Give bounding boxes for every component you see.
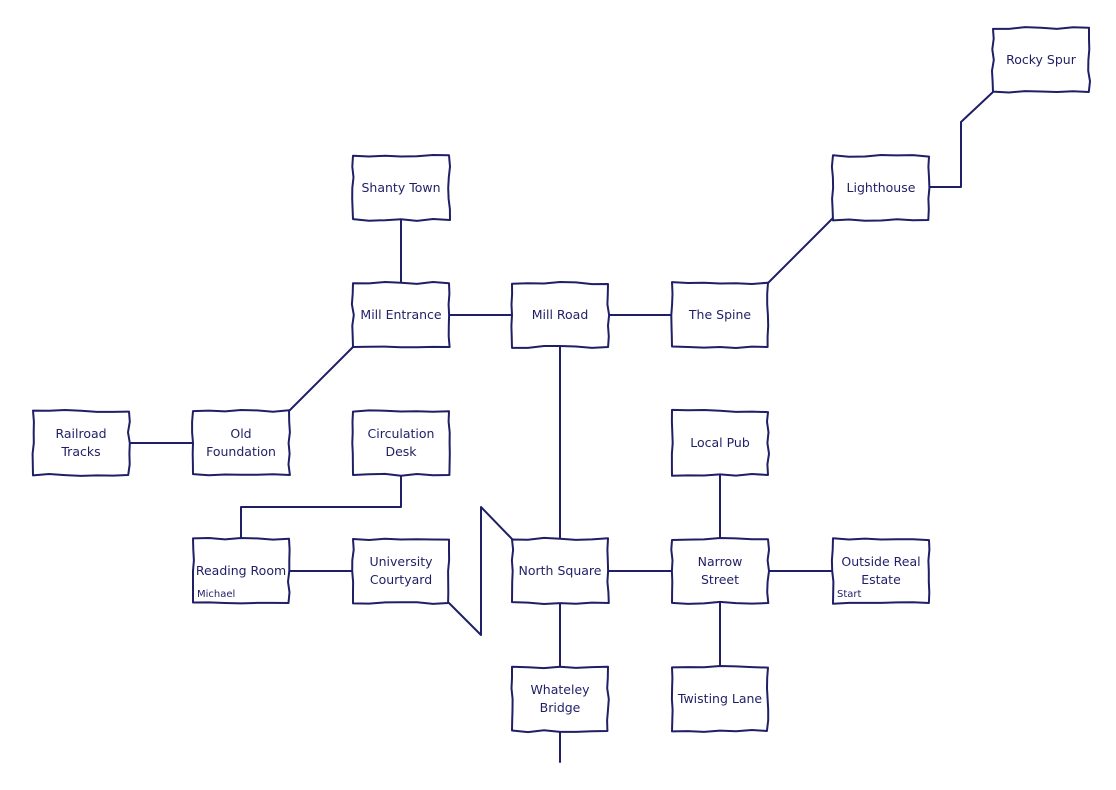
room-label: Estate [861, 572, 901, 587]
link-mill-entrance-old-foundation [288, 346, 354, 412]
link-circulation-desk-reading-room [240, 474, 402, 540]
room-label: University [369, 554, 433, 569]
link-lighthouse-the-spine [767, 217, 834, 284]
room-label: Courtyard [370, 572, 432, 587]
room-box [350, 281, 451, 349]
room-box [351, 409, 451, 477]
rooms: Rocky Spur Lighthouse Shanty Town Mill E… [31, 26, 1091, 734]
room-box [830, 537, 931, 605]
room-label: Street [701, 572, 739, 587]
room-label: Mill Road [532, 307, 589, 322]
room-box [351, 154, 451, 222]
room-lighthouse[interactable]: Lighthouse [830, 154, 931, 222]
room-label: Lighthouse [847, 180, 916, 195]
room-box [510, 665, 610, 734]
room-box [192, 537, 291, 605]
room-label: Narrow [698, 554, 743, 569]
room-label: Reading Room [196, 563, 286, 578]
room-box [510, 536, 610, 605]
room-box [510, 281, 611, 349]
room-shanty-town[interactable]: Shanty Town [351, 154, 451, 222]
room-label: Old [230, 426, 251, 441]
room-label: Tracks [60, 444, 100, 459]
room-label: North Square [519, 563, 602, 578]
room-label: Foundation [206, 444, 276, 459]
room-label: Bridge [540, 700, 581, 715]
room-note: Michael [197, 589, 235, 600]
connections [128, 91, 994, 763]
room-north-square[interactable]: North Square [510, 536, 610, 605]
room-label: Desk [385, 444, 417, 459]
room-box [670, 281, 770, 349]
room-mill-entrance[interactable]: Mill Entrance [350, 281, 451, 349]
room-local-pub[interactable]: Local Pub [670, 408, 770, 477]
room-label: The Spine [688, 307, 751, 322]
room-rocky-spur[interactable]: Rocky Spur [991, 26, 1091, 94]
room-box [670, 665, 770, 733]
room-box [670, 408, 770, 477]
link-rocky-spur-lighthouse [927, 91, 994, 188]
room-box [31, 409, 131, 477]
room-box [351, 537, 451, 605]
room-box [991, 26, 1091, 94]
room-label: Outside Real [841, 554, 920, 569]
room-box [830, 154, 931, 222]
room-label: Twisting Lane [677, 691, 763, 706]
room-box [670, 537, 770, 605]
room-label: Whateley [530, 682, 590, 697]
room-label: Mill Entrance [360, 307, 441, 322]
room-label: Local Pub [690, 435, 750, 450]
room-mill-road[interactable]: Mill Road [510, 281, 611, 349]
room-twisting-lane[interactable]: Twisting Lane [670, 665, 770, 733]
room-label: Rocky Spur [1006, 52, 1077, 67]
room-label: Shanty Town [361, 180, 440, 195]
room-box [191, 409, 291, 477]
room-label: Circulation [368, 426, 435, 441]
link-courtyard-north-square [448, 506, 513, 636]
room-note: Start [837, 589, 862, 600]
room-the-spine[interactable]: The Spine [670, 281, 770, 349]
room-label: Railroad [55, 426, 106, 441]
